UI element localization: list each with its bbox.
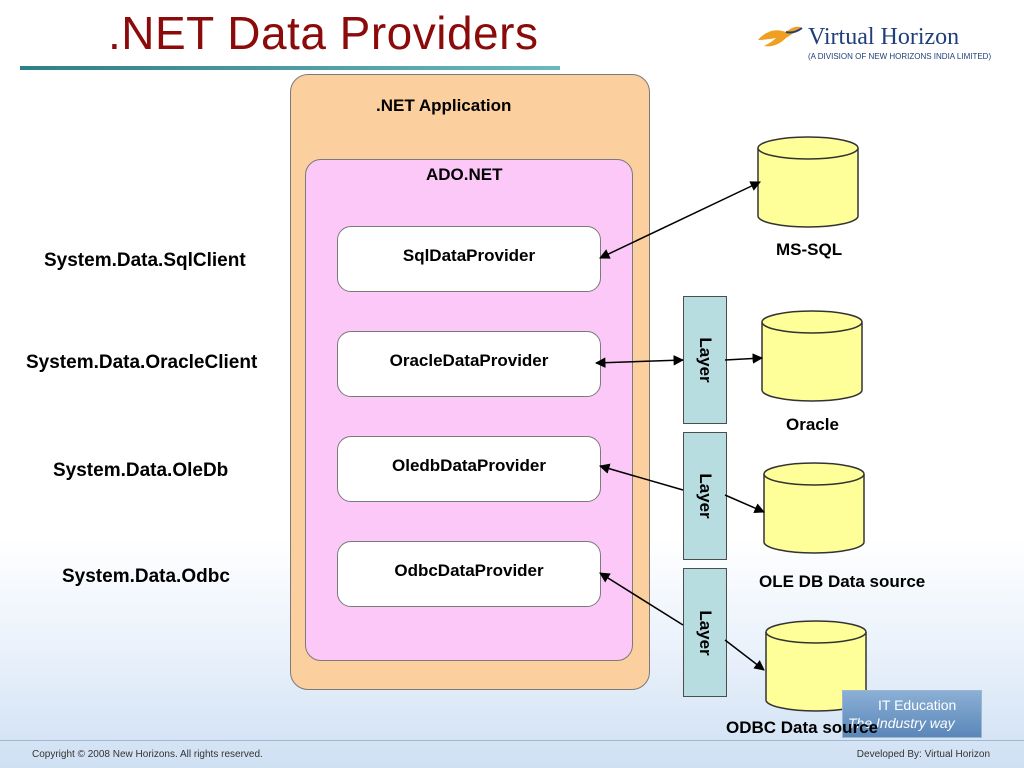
logo-subtitle: (A DIVISION OF NEW HORIZONS INDIA LIMITE… [808,52,992,61]
footer-copyright: Copyright © 2008 New Horizons. All right… [32,749,263,760]
provider-label: OledbDataProvider [392,456,546,475]
namespace-oledb: System.Data.OleDb [53,460,229,481]
footer-developed-by: Developed By: Virtual Horizon [856,749,990,760]
arrow-layer-odbc [724,639,765,671]
slide-title: .NET Data Providers [108,7,539,59]
layer-label: Layer [696,473,715,519]
provider-odbc: OdbcDataProvider [337,541,601,607]
footer-divider [0,740,1024,741]
provider-label: OracleDataProvider [389,351,549,370]
arrow-layer-oledb [724,494,765,514]
database-icon-mssql [757,136,859,228]
database-label-odbc: ODBC Data source [726,718,879,737]
provider-sql: SqlDataProvider [337,226,601,292]
virtual-horizon-logo: Virtual Horizon (A DIVISION OF NEW HORIZ… [756,22,996,68]
title-underline [20,66,560,70]
database-icon-oracle [761,310,863,402]
layer-label: Layer [696,609,715,656]
provider-label: OdbcDataProvider [394,561,544,580]
provider-label: SqlDataProvider [402,246,536,265]
namespace-oracleclient: System.Data.OracleClient [26,352,258,373]
provider-oledb: OledbDataProvider [337,436,601,502]
bird-icon [758,26,803,47]
layer-oledb: Layer [683,432,727,560]
database-label-mssql: MS-SQL [776,240,843,259]
layer-label: Layer [696,337,715,383]
it-education-badge [842,690,982,738]
provider-oracle: OracleDataProvider [337,331,601,397]
badge-line-2: The Industry way [848,715,955,731]
arrow-layer-oracle [724,353,764,364]
badge-line-1: IT Education [878,697,957,713]
ado-net-label: ADO.NET [426,165,503,184]
database-label-oracle: Oracle [786,415,839,434]
namespace-sqlclient: System.Data.SqlClient [44,250,246,271]
database-icon-oledb [763,462,865,554]
logo-name: Virtual Horizon [808,24,960,50]
layer-oracle: Layer [683,296,727,424]
namespace-odbc: System.Data.Odbc [62,566,230,587]
database-label-oledb: OLE DB Data source [759,572,926,591]
net-application-label: .NET Application [376,96,512,115]
layer-odbc: Layer [683,568,727,697]
